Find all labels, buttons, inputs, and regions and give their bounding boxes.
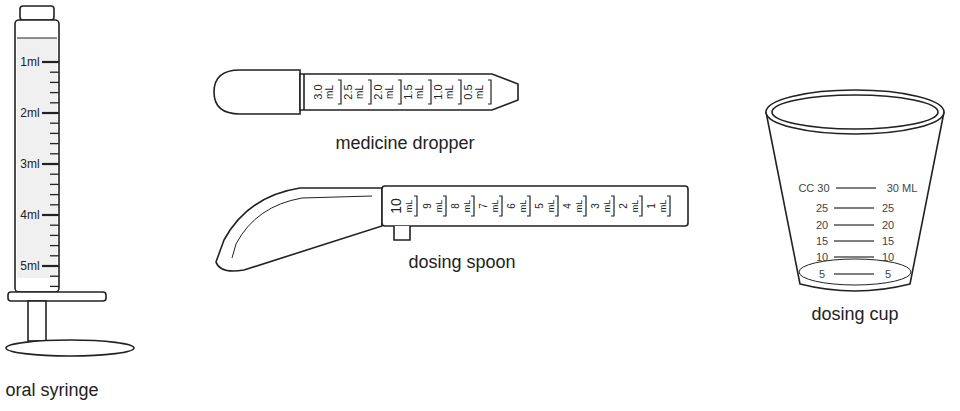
unit-mark: mL [603,200,612,213]
scale-tick [50,72,59,73]
unit-mark: mL [475,85,485,99]
scale-mark: 3.0 [313,84,324,99]
scale-tick [834,240,874,241]
scale-mark: 15 [816,236,828,247]
scale-tick [338,80,341,104]
unit-mark: mL [575,200,584,213]
tool-name: oral syringe [5,381,98,399]
scale-mark: 20 [816,220,828,231]
scale-mark: 2ml [20,107,39,119]
tool-name: medicine dropper [335,134,474,152]
unit-mark: mL [519,200,528,213]
scale-tick [50,225,59,226]
scale-tick [50,286,59,287]
scale-mark: 8 [451,203,461,209]
scale-mark: 10 [882,252,894,263]
scale-tick [488,80,491,104]
scale-mark: 1 [647,203,657,209]
scale-tick [50,194,59,195]
unit-mark: mL [445,85,455,99]
scale-tick [414,196,417,216]
scale-tick [398,80,401,104]
scale-mark: 10 [389,198,403,214]
scale-mark: 25 [816,203,828,214]
scale-tick [50,143,59,144]
scale-tick [50,276,59,277]
unit-mark: mL [547,200,556,213]
scale-tick [50,102,59,103]
scale-mark: 15 [882,236,894,247]
scale-tick [428,80,431,104]
scale-tick [50,235,59,236]
tool-name: dosing cup [811,305,898,323]
scale-tick [50,184,59,185]
scale-tick [50,245,59,246]
scale-mark: 5 [535,203,545,209]
scale-mark: 2 [619,203,629,209]
unit-mark: mL [325,85,335,99]
scale-mark: 3 [591,203,601,209]
scale-mark: 4 [563,203,573,209]
unit-mark: mL [415,85,425,99]
scale-tick [368,80,371,104]
scale-mark: 2.0 [373,84,384,99]
scale-mark: CC 30 [798,183,829,194]
scale-mark: 1ml [20,56,39,68]
scale-mark: 9 [423,203,433,209]
unit-mark: mL [491,200,500,213]
scale-mark: 4ml [20,209,39,221]
oral-syringe [6,6,134,356]
dosing-cup [766,90,944,291]
scale-mark: 1.5 [403,84,414,99]
scale-tick [834,273,874,274]
scale-tick [42,61,59,63]
unit-mark: mL [631,200,640,213]
scale-mark: 6 [507,203,517,209]
scale-mark: 7 [479,203,489,209]
scale-tick [50,123,59,124]
tool-name: dosing spoon [408,253,515,271]
scale-tick [50,153,59,154]
scale-mark: 30 ML [887,183,918,194]
scale-mark: 10 [816,252,828,263]
scale-mark: 2.5 [343,84,354,99]
unit-mark: mL [659,200,668,213]
scale-tick [458,80,461,104]
dosing-spoon [216,186,688,271]
medicine-dropper [214,70,518,114]
scale-mark: 1.0 [433,84,444,99]
scale-tick [50,92,59,93]
unit-mark: mL [435,200,444,213]
scale-tick [834,256,874,257]
scale-mark: 5 [885,269,891,280]
unit-mark: mL [463,200,472,213]
scale-tick [50,174,59,175]
unit-mark: mL [385,85,395,99]
scale-tick [50,255,59,256]
scale-tick [834,224,874,225]
unit-mark: mL [405,200,414,213]
scale-tick [836,187,876,188]
scale-tick [42,112,59,114]
scale-tick [50,204,59,205]
scale-mark: 5 [819,269,825,280]
scale-mark: 0.5 [463,84,474,99]
scale-mark: 5ml [20,260,39,272]
scale-mark: 20 [882,220,894,231]
unit-mark: mL [355,85,365,99]
scale-tick [42,265,59,267]
scale-tick [50,82,59,83]
scale-tick [50,133,59,134]
scale-tick [834,207,874,208]
scale-mark: 25 [882,203,894,214]
scale-tick [42,214,59,216]
scale-mark: 3ml [20,158,39,170]
scale-tick [42,163,59,165]
